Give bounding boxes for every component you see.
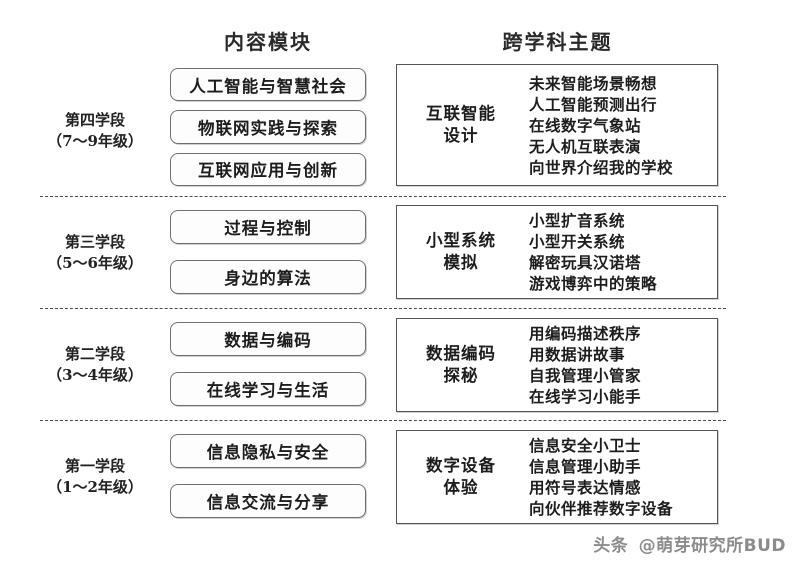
stage-row-3: 第三学段 （5～6年级） 过程与控制 身边的算法	[0, 208, 798, 296]
module-list-2: 数据与编码 在线学习与生活	[170, 320, 366, 408]
stage-name-2: 第二学段	[64, 345, 125, 363]
theme-title-line1: 数字设备	[426, 456, 496, 475]
column-header-modules: 内容模块	[224, 30, 312, 54]
theme-item-list-1: 信息安全小卫士 信息管理小助手 用符号表达情感 向伙伴推荐数字设备	[525, 435, 717, 519]
theme-item: 小型扩音系统	[529, 211, 626, 230]
column-header-themes: 跨学科主题	[502, 30, 613, 54]
watermark: 头条 @萌芽研究所BUD	[593, 531, 786, 556]
theme-item: 小型开关系统	[529, 232, 626, 251]
theme-box-2[interactable]: 数据编码 探秘 用编码描述秩序 用数据讲故事 自我管理小管家 在线学习小能手	[396, 318, 718, 412]
theme-item: 游戏博弈中的策略	[529, 274, 658, 293]
module-box[interactable]: 数据与编码	[170, 322, 366, 356]
theme-item: 向伙伴推荐数字设备	[529, 499, 674, 518]
module-box[interactable]: 信息交流与分享	[170, 484, 366, 518]
theme-item: 用编码描述秩序	[529, 324, 642, 343]
stage-grades-3: （5～6年级）	[47, 254, 143, 272]
module-list-1: 信息隐私与安全 信息交流与分享	[170, 432, 366, 520]
stage-row-2: 第二学段 （3～4年级） 数据与编码 在线学习与生活	[0, 320, 798, 408]
module-box[interactable]: 物联网实践与探索	[170, 110, 366, 144]
theme-title-3: 小型系统 模拟	[397, 230, 525, 274]
theme-item: 人工智能预测出行	[529, 94, 658, 114]
stage-row-1: 第一学段 （1～2年级） 信息隐私与安全 信息交流与分享	[0, 432, 798, 520]
stage-label-3: 第三学段 （5～6年级）	[20, 232, 170, 274]
module-box[interactable]: 过程与控制	[170, 210, 366, 244]
theme-item: 在线学习小能手	[529, 387, 642, 406]
watermark-platform: 头条	[593, 536, 629, 556]
theme-item: 信息管理小助手	[529, 457, 642, 476]
theme-item: 在线数字气象站	[529, 115, 642, 135]
stage-divider-2	[40, 308, 726, 309]
stage-label-1: 第一学段 （1～2年级）	[20, 456, 170, 498]
watermark-account: @萌芽研究所BUD	[638, 536, 786, 556]
stage-name-3: 第三学段	[64, 233, 125, 251]
stage-grades-1: （1～2年级）	[47, 478, 143, 496]
module-box[interactable]: 信息隐私与安全	[170, 434, 366, 468]
module-box[interactable]: 互联网应用与创新	[170, 152, 366, 186]
theme-title-line1: 数据编码	[426, 344, 496, 363]
theme-title-1: 数字设备 体验	[397, 455, 525, 499]
theme-item-list-3: 小型扩音系统 小型开关系统 解密玩具汉诺塔 游戏博弈中的策略	[525, 210, 717, 294]
module-list-3: 过程与控制 身边的算法	[170, 208, 366, 296]
module-box[interactable]: 在线学习与生活	[170, 372, 366, 406]
stage-name-1: 第一学段	[64, 457, 125, 475]
theme-item: 用数据讲故事	[529, 345, 626, 364]
theme-item: 用符号表达情感	[529, 478, 642, 497]
module-list-4: 人工智能与智慧社会 物联网实践与探索 互联网应用与创新	[170, 68, 366, 186]
theme-item: 未来智能场景畅想	[529, 73, 658, 93]
module-box[interactable]: 人工智能与智慧社会	[170, 68, 366, 102]
theme-item: 解密玩具汉诺塔	[529, 253, 642, 272]
theme-title-line1: 小型系统	[426, 231, 496, 250]
theme-title-line1: 互联智能	[426, 104, 496, 123]
stage-divider-3	[40, 420, 726, 421]
theme-title-4: 互联智能 设计	[397, 103, 525, 147]
theme-item: 信息安全小卫士	[529, 436, 642, 455]
theme-item-list-2: 用编码描述秩序 用数据讲故事 自我管理小管家 在线学习小能手	[525, 323, 717, 407]
theme-title-line2: 设计	[443, 126, 479, 145]
theme-item: 向世界介绍我的学校	[529, 157, 674, 177]
theme-item: 无人机互联表演	[529, 136, 642, 156]
theme-item: 自我管理小管家	[529, 366, 642, 385]
theme-item-list-4: 未来智能场景畅想 人工智能预测出行 在线数字气象站 无人机互联表演 向世界介绍我…	[525, 73, 717, 178]
stage-row-4: 第四学段 （7～9年级） 人工智能与智慧社会 物联网实践与探索 互联网应用与创新	[0, 68, 798, 186]
theme-title-line2: 探秘	[443, 366, 479, 385]
theme-title-line2: 模拟	[443, 253, 479, 272]
theme-box-1[interactable]: 数字设备 体验 信息安全小卫士 信息管理小助手 用符号表达情感 向伙伴推荐数字设…	[396, 430, 718, 524]
theme-box-4[interactable]: 互联智能 设计 未来智能场景畅想 人工智能预测出行 在线数字气象站 无人机互联表…	[396, 64, 718, 186]
stage-divider-1	[40, 196, 726, 197]
stage-grades-4: （7～9年级）	[47, 132, 143, 150]
module-box[interactable]: 身边的算法	[170, 260, 366, 294]
theme-title-line2: 体验	[443, 478, 479, 497]
theme-title-2: 数据编码 探秘	[397, 343, 525, 387]
theme-box-3[interactable]: 小型系统 模拟 小型扩音系统 小型开关系统 解密玩具汉诺塔 游戏博弈中的策略	[396, 205, 718, 299]
stage-label-2: 第二学段 （3～4年级）	[20, 344, 170, 386]
stage-name-4: 第四学段	[64, 111, 125, 129]
stage-grades-2: （3～4年级）	[47, 366, 143, 384]
stage-label-4: 第四学段 （7～9年级）	[20, 110, 170, 152]
